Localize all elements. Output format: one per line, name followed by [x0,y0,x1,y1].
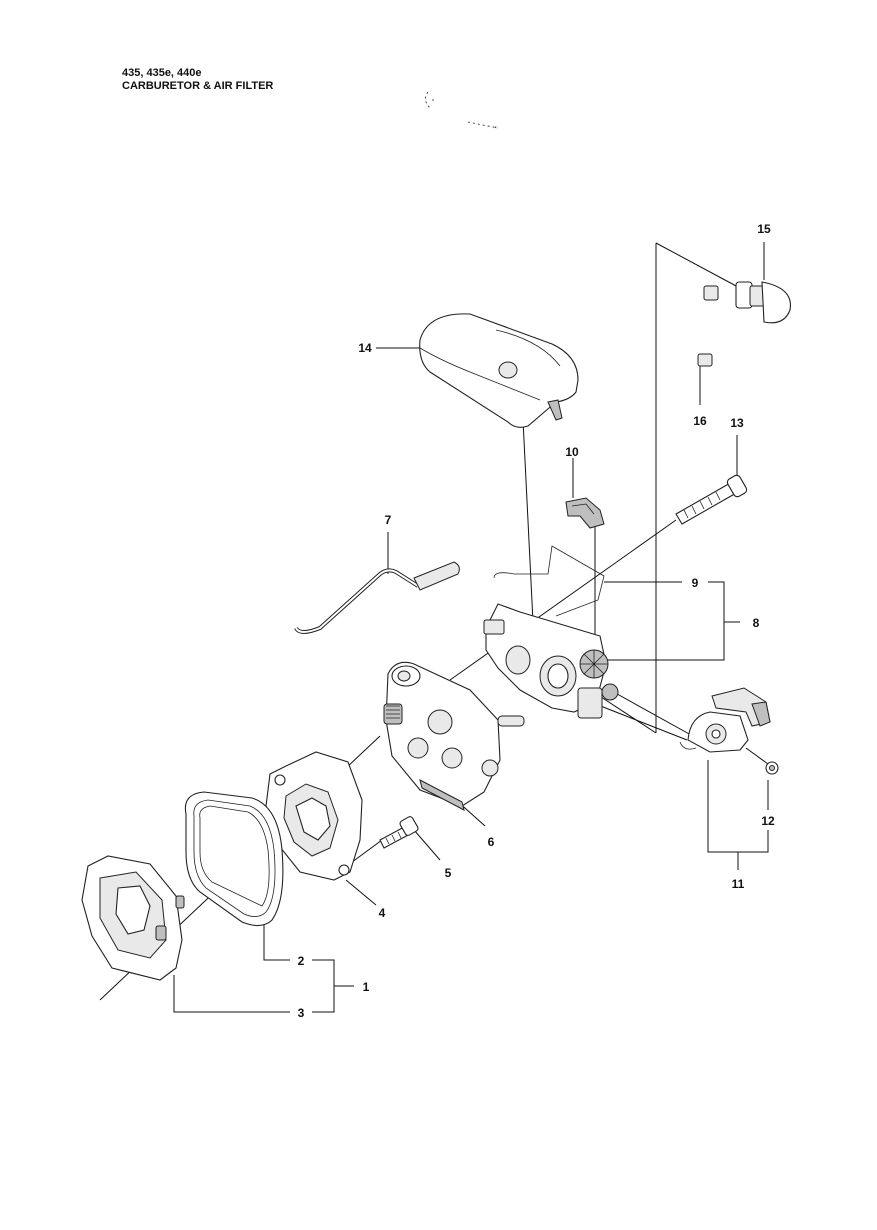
callout-labels: 1 2 3 4 5 6 7 8 9 10 11 12 13 14 15 16 [298,222,775,1020]
callout-12: 12 [761,814,775,828]
callout-1: 1 [363,980,370,994]
callout-15: 15 [757,222,771,236]
callout-4: 4 [379,906,386,920]
screw-icon [745,747,779,775]
callout-3: 3 [298,1006,305,1020]
carburetor-holder-assembly-icon [483,603,619,719]
leader-lines [99,242,769,1013]
carburetor-icon [383,661,525,811]
callout-5: 5 [445,866,452,880]
callout-13: 13 [730,416,744,430]
fuel-hose-icon [676,284,719,367]
primer-bulb-icon [735,281,791,324]
callout-16: 16 [693,414,707,428]
callout-2: 2 [298,954,305,968]
diagram-title: CARBURETOR & AIR FILTER [122,80,274,92]
bolt-icon [379,816,419,849]
callout-6: 6 [488,835,495,849]
callout-9: 9 [692,576,699,590]
filter-element-icon [184,791,284,927]
carburetor-flange-icon [265,751,363,881]
model-numbers: 435, 435e, 440e [122,67,202,79]
throttle-rod-icon [294,561,460,634]
callout-8: 8 [753,616,760,630]
clip-icon [565,497,605,529]
scan-artifact [425,91,499,129]
long-bolt-icon [675,474,748,525]
callout-14: 14 [358,341,372,355]
choke-control-assembly-icon [679,687,771,753]
callout-10: 10 [565,445,579,459]
callout-11: 11 [732,877,745,891]
filter-holder-icon [81,855,185,981]
cylinder-cover-icon [419,313,579,428]
wire-bracket-icon [493,545,605,617]
callout-7: 7 [385,513,392,527]
